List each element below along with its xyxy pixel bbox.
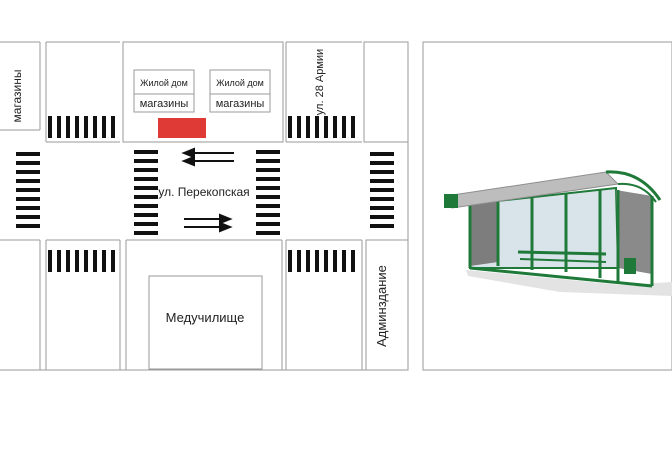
crosswalk-stripe xyxy=(256,222,280,226)
crosswalk-stripe xyxy=(370,161,394,165)
crosswalk-stripe xyxy=(370,188,394,192)
crosswalk-stripe xyxy=(48,116,52,138)
crosswalk-stripe xyxy=(370,224,394,228)
crosswalks xyxy=(16,116,394,272)
traffic-arrow-right-icon xyxy=(184,213,233,233)
crosswalk-stripe xyxy=(256,150,280,154)
residential-2-title: Жилой дом xyxy=(216,78,264,88)
crosswalk-stripe xyxy=(16,170,40,174)
crosswalk-stripe xyxy=(256,177,280,181)
crosswalk-stripe xyxy=(134,195,158,199)
crosswalk-stripe xyxy=(48,250,52,272)
crosswalk-stripe xyxy=(333,250,337,272)
admin-label: Админздание xyxy=(374,265,389,347)
crosswalk-stripe xyxy=(93,250,97,272)
residential-block xyxy=(122,41,284,143)
crosswalk-stripe xyxy=(351,116,355,138)
crosswalk-stripe xyxy=(16,161,40,165)
residential-1-title: Жилой дом xyxy=(140,78,188,88)
crosswalk-stripe xyxy=(256,231,280,235)
crosswalk-stripe xyxy=(66,116,70,138)
crosswalk-stripe xyxy=(16,197,40,201)
crosswalk-stripe xyxy=(57,116,61,138)
street-vertical-label: ул. 28 Армии xyxy=(314,49,326,115)
crosswalk-stripe xyxy=(324,116,328,138)
crosswalk-stripe xyxy=(16,206,40,210)
crosswalk-stripe xyxy=(16,224,40,228)
crosswalk-stripe xyxy=(84,116,88,138)
crosswalk-stripe xyxy=(134,204,158,208)
crosswalk-stripe xyxy=(297,250,301,272)
crosswalk-stripe xyxy=(333,116,337,138)
map-panel xyxy=(0,41,409,371)
crosswalk-stripe xyxy=(134,159,158,163)
crosswalk-stripe xyxy=(297,116,301,138)
crosswalk-stripe xyxy=(370,152,394,156)
crosswalk-stripe xyxy=(57,250,61,272)
street-horizontal-label: ул. Перекопская xyxy=(158,185,249,199)
crosswalk-stripe xyxy=(256,186,280,190)
crosswalk-stripe xyxy=(16,179,40,183)
crosswalk-stripe xyxy=(288,116,292,138)
crosswalk-stripe xyxy=(306,116,310,138)
crosswalk-stripe xyxy=(66,250,70,272)
residential-1-sub: магазины xyxy=(140,98,189,110)
bus-stop-marker xyxy=(158,118,206,138)
crosswalk-stripe xyxy=(324,250,328,272)
crosswalk-stripe xyxy=(288,250,292,272)
crosswalk-stripe xyxy=(370,179,394,183)
crosswalk-stripe xyxy=(370,215,394,219)
crosswalk-stripe xyxy=(111,250,115,272)
crosswalk-stripe xyxy=(342,116,346,138)
crosswalk-stripe xyxy=(256,204,280,208)
shops-left-label: магазины xyxy=(10,69,24,122)
crosswalk-stripe xyxy=(315,250,319,272)
crosswalk-stripe xyxy=(256,213,280,217)
crosswalk-stripe xyxy=(102,250,106,272)
crosswalk-stripe xyxy=(370,206,394,210)
crosswalk-stripe xyxy=(315,116,319,138)
crosswalk-stripe xyxy=(134,231,158,235)
crosswalk-stripe xyxy=(75,116,79,138)
crosswalk-stripe xyxy=(134,186,158,190)
traffic-arrow-left-icon xyxy=(181,147,234,167)
crosswalk-stripe xyxy=(370,170,394,174)
residential-buildings xyxy=(133,69,271,113)
bus-shelter-icon xyxy=(444,170,672,296)
crosswalk-stripe xyxy=(134,150,158,154)
crosswalk-stripe xyxy=(306,250,310,272)
crosswalk-stripe xyxy=(93,116,97,138)
crosswalk-stripe xyxy=(75,250,79,272)
crosswalk-stripe xyxy=(111,116,115,138)
crosswalk-stripe xyxy=(351,250,355,272)
crosswalk-stripe xyxy=(256,168,280,172)
college-label: Медучилище xyxy=(166,310,245,325)
crosswalk-stripe xyxy=(102,116,106,138)
crosswalk-stripe xyxy=(16,215,40,219)
crosswalk-stripe xyxy=(256,159,280,163)
crosswalk-stripe xyxy=(370,197,394,201)
crosswalk-stripe xyxy=(84,250,88,272)
college-block xyxy=(148,275,263,370)
crosswalk-stripe xyxy=(134,213,158,217)
crosswalk-stripe xyxy=(16,152,40,156)
corner-block xyxy=(363,41,409,143)
crosswalk-stripe xyxy=(134,177,158,181)
crosswalk-stripe xyxy=(256,195,280,199)
crosswalk-stripe xyxy=(342,250,346,272)
crosswalk-stripe xyxy=(134,168,158,172)
crosswalk-stripe xyxy=(134,222,158,226)
residential-2-sub: магазины xyxy=(216,98,265,110)
crosswalk-stripe xyxy=(16,188,40,192)
